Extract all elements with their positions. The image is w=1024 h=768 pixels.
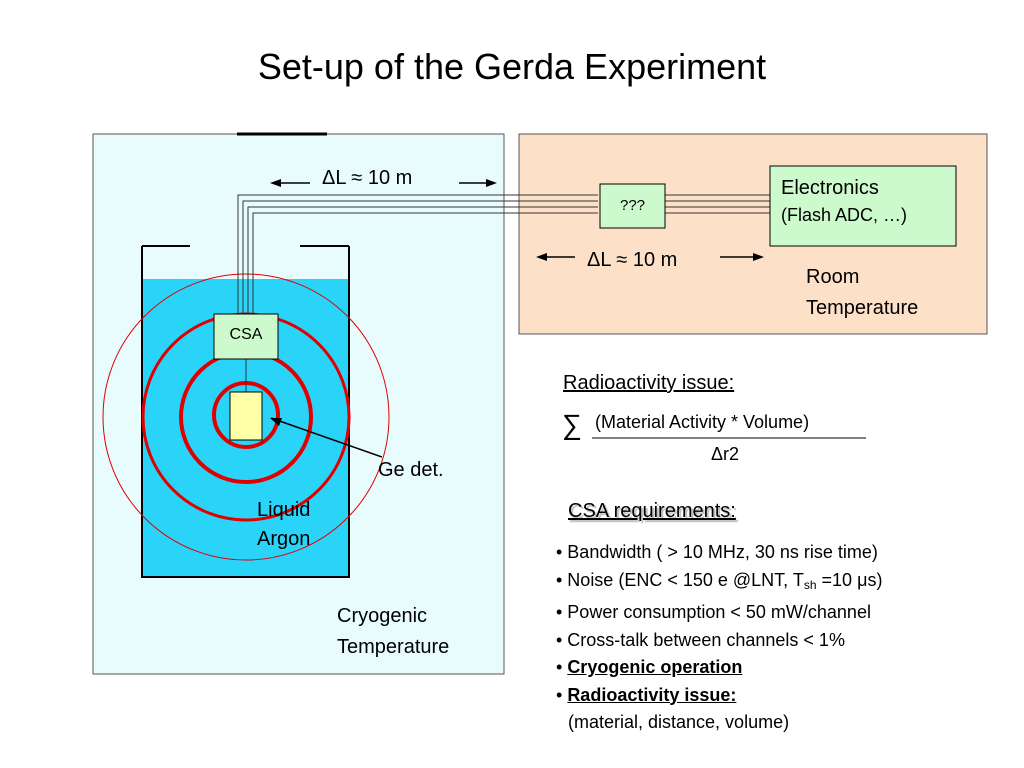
- unknown-box: [599, 183, 666, 229]
- requirement-radioactivity-detail: (material, distance, volume): [568, 712, 790, 732]
- sum-symbol: ∑: [562, 409, 582, 440]
- requirement-radioactivity-bullet: •: [556, 684, 568, 705]
- slide-title: Set-up of the Gerda Experiment: [257, 46, 767, 87]
- distance-arrow-right: [536, 253, 764, 261]
- requirement-bandwidth: • Bandwidth ( > 10 MHz, 30 ns rise time): [556, 542, 878, 562]
- electronics-line1: Electronics: [781, 177, 879, 199]
- requirement-noise-tail: =10 μs): [816, 569, 883, 590]
- csa-label: CSA: [229, 326, 263, 343]
- cryogenic-line1: Cryogenic: [337, 605, 428, 627]
- formula-numerator: (Material Activity * Volume): [595, 412, 810, 432]
- room-temperature-label: Room Temperature: [806, 262, 918, 324]
- signal-cables: [237, 194, 770, 392]
- radioactivity-heading: Radioactivity issue:: [563, 372, 735, 394]
- csa-requirements-list: • Bandwidth ( > 10 MHz, 30 ns rise time)…: [556, 539, 882, 737]
- csa-requirements-heading: CSA requirements:: [568, 500, 736, 522]
- liquid-argon-line2: Argon: [257, 528, 311, 550]
- requirement-cryogenic-bullet: •: [556, 657, 568, 677]
- cryogenic-temperature-label: Cryogenic Temperature: [337, 601, 449, 663]
- unknown-box-label: ???: [619, 197, 646, 214]
- requirement-noise: • Noise (ENC < 150 e @LNT, Tsh =10 μs): [556, 567, 882, 600]
- liquid-argon-line1: Liquid: [257, 499, 311, 521]
- liquid-argon-label: Liquid Argon: [257, 496, 310, 554]
- distance-arrow-left: [270, 179, 497, 187]
- formula-denominator: Δr2: [711, 444, 740, 464]
- room-line1: Room: [806, 266, 860, 288]
- requirement-power: • Power consumption < 50 mW/channel: [556, 602, 871, 622]
- ge-detector: [229, 391, 263, 441]
- electronics-label: Electronics (Flash ADC, …): [781, 174, 907, 228]
- requirement-radioactivity: • Radioactivity issue:: [556, 682, 882, 710]
- distance-label-right: ΔL ≈ 10 m: [587, 249, 678, 271]
- radiation-ring-outer: [102, 273, 390, 561]
- ge-det-pointer-arrowhead: [270, 418, 282, 426]
- requirement-crosstalk: • Cross-talk between channels < 1%: [556, 629, 845, 650]
- requirement-noise-text: • Noise (ENC < 150 e @LNT, T: [556, 569, 804, 590]
- cryogenic-line2: Temperature: [337, 636, 450, 658]
- electronics-line2: (Flash ADC, …): [781, 205, 908, 225]
- room-line2: Temperature: [806, 297, 919, 319]
- requirement-cryogenic: • Cryogenic operation: [556, 654, 882, 682]
- csa-box: [213, 313, 279, 360]
- distance-label-left: ΔL ≈ 10 m: [322, 167, 413, 189]
- requirement-cryogenic-text: Cryogenic operation: [567, 657, 743, 677]
- requirement-noise-subscript: sh: [803, 577, 817, 592]
- electronics-box: [769, 165, 957, 247]
- requirement-radioactivity-text: Radioactivity issue:: [567, 684, 737, 705]
- ge-det-pointer: [270, 417, 383, 458]
- ge-det-label: Ge det.: [378, 459, 444, 481]
